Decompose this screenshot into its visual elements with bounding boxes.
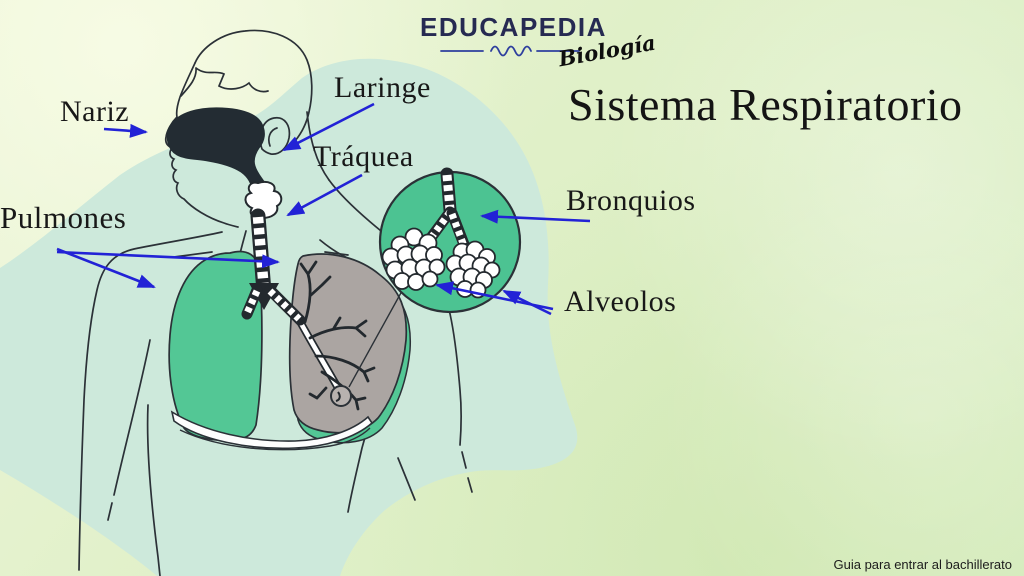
diaphragm	[170, 410, 374, 451]
right-lung	[288, 253, 412, 444]
collarbone-right	[324, 251, 349, 256]
footer-tagline: Guia para entrar al bachillerato	[833, 557, 1013, 572]
right-lung-gray	[288, 253, 408, 434]
label-laringe: Laringe	[334, 71, 431, 104]
trachea	[241, 208, 306, 326]
neck-back	[306, 111, 330, 181]
page-title: Sistema Respiratorio	[568, 79, 963, 130]
inset-circle	[378, 167, 522, 314]
label-nariz: Nariz	[60, 95, 130, 128]
bronchi	[241, 284, 306, 326]
nasal-cavity	[166, 107, 268, 193]
magnifier-circle	[330, 385, 352, 407]
collarbone-left	[173, 251, 213, 258]
arrow-laringe	[282, 102, 375, 152]
figure-outline	[78, 29, 473, 576]
logo-brand-text: EDUCAPEDIA	[420, 12, 607, 42]
alveoli-cluster-right	[445, 240, 501, 299]
head-outline	[194, 29, 313, 142]
zoom-leader-line	[348, 290, 403, 388]
arrow-traquea	[286, 173, 363, 217]
left-torso-line	[146, 404, 161, 576]
label-traquea: Tráquea	[313, 140, 414, 173]
arrow-pulmones-left	[56, 247, 156, 289]
bronchial-tree	[299, 260, 376, 411]
arrow-pulmones-right	[56, 250, 280, 269]
arrow-alveolos-edge	[502, 289, 552, 316]
hairline	[180, 67, 269, 97]
face-profile	[164, 62, 239, 228]
label-alveolos: Alveolos	[564, 285, 677, 318]
educapedia-logo: EDUCAPEDIA Biología	[420, 12, 657, 71]
alveoli-cluster-left	[381, 227, 446, 291]
arrow-bronquios	[480, 209, 591, 224]
left-shoulder-arm	[78, 231, 223, 571]
label-pulmones: Pulmones	[0, 200, 127, 235]
pointer-arrows	[56, 102, 591, 316]
logo-flourish-icon	[440, 45, 580, 57]
label-bronquios: Bronquios	[566, 184, 696, 217]
left-arm-inner	[113, 339, 151, 496]
arrow-nariz	[103, 123, 148, 138]
